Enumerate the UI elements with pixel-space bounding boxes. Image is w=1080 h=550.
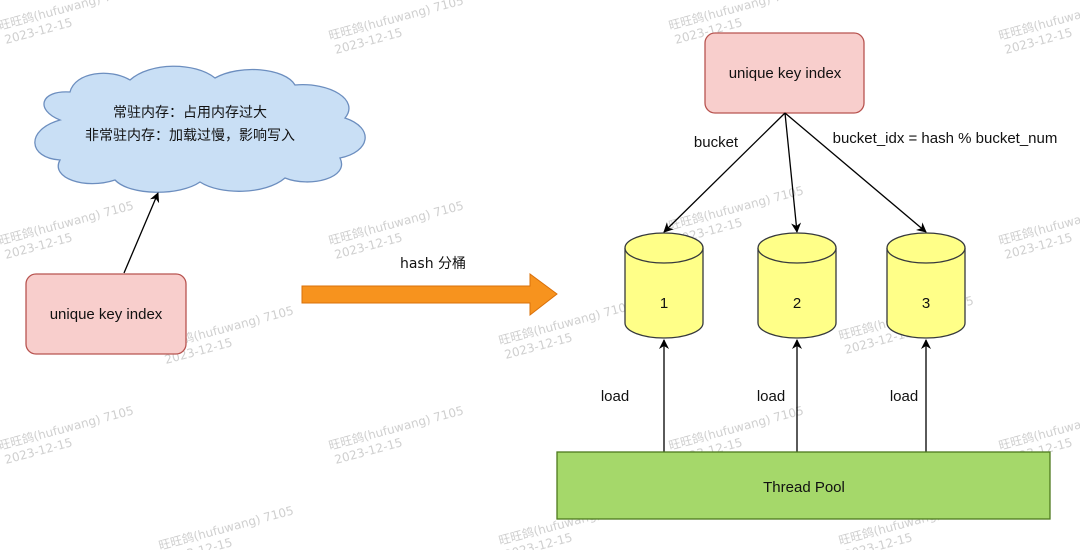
bucket-3-cylinder: 3 — [886, 232, 966, 339]
memory-note-cloud: 常驻内存：占用内存过大 非常驻内存：加载过慢，影响写入 — [34, 65, 366, 193]
load-label-1: load — [601, 388, 629, 405]
left-unique-key-index-box: unique key index — [25, 273, 187, 355]
thread-pool-box: Thread Pool — [556, 451, 1051, 520]
cloud-text-line1: 常驻内存：占用内存过大 — [113, 105, 267, 121]
bucket-2-cylinder: 2 — [757, 232, 837, 339]
bucket-2-label: 2 — [793, 295, 801, 312]
load-label-3: load — [890, 388, 918, 405]
index-to-bucket-2-arrow — [784, 112, 802, 233]
hash-bucket-arrow: hash 分桶 — [301, 256, 558, 317]
right-unique-key-index-box: unique key index — [704, 32, 865, 114]
bucket-1-label: 1 — [660, 295, 668, 312]
bucket-1-cylinder: 1 — [624, 232, 704, 339]
orange-arrow-shape — [301, 273, 558, 317]
bucket-3-label: 3 — [922, 295, 930, 312]
index-to-bucket-3-arrow — [784, 112, 927, 233]
bucket-formula-label: bucket_idx = hash % bucket_num — [833, 130, 1058, 147]
left-index-label: unique key index — [50, 306, 163, 323]
cloud-shape — [34, 65, 366, 193]
load-label-2: load — [757, 388, 785, 405]
cloud-text-line2: 非常驻内存：加载过慢，影响写入 — [85, 127, 295, 144]
index-to-cloud-arrow — [123, 192, 160, 274]
thread-pool-label: Thread Pool — [763, 479, 845, 496]
right-index-label: unique key index — [729, 65, 842, 82]
index-to-bucket-1-arrow — [663, 112, 786, 233]
hash-bucket-label: hash 分桶 — [400, 256, 466, 272]
bucket-edge-label: bucket — [694, 134, 739, 151]
